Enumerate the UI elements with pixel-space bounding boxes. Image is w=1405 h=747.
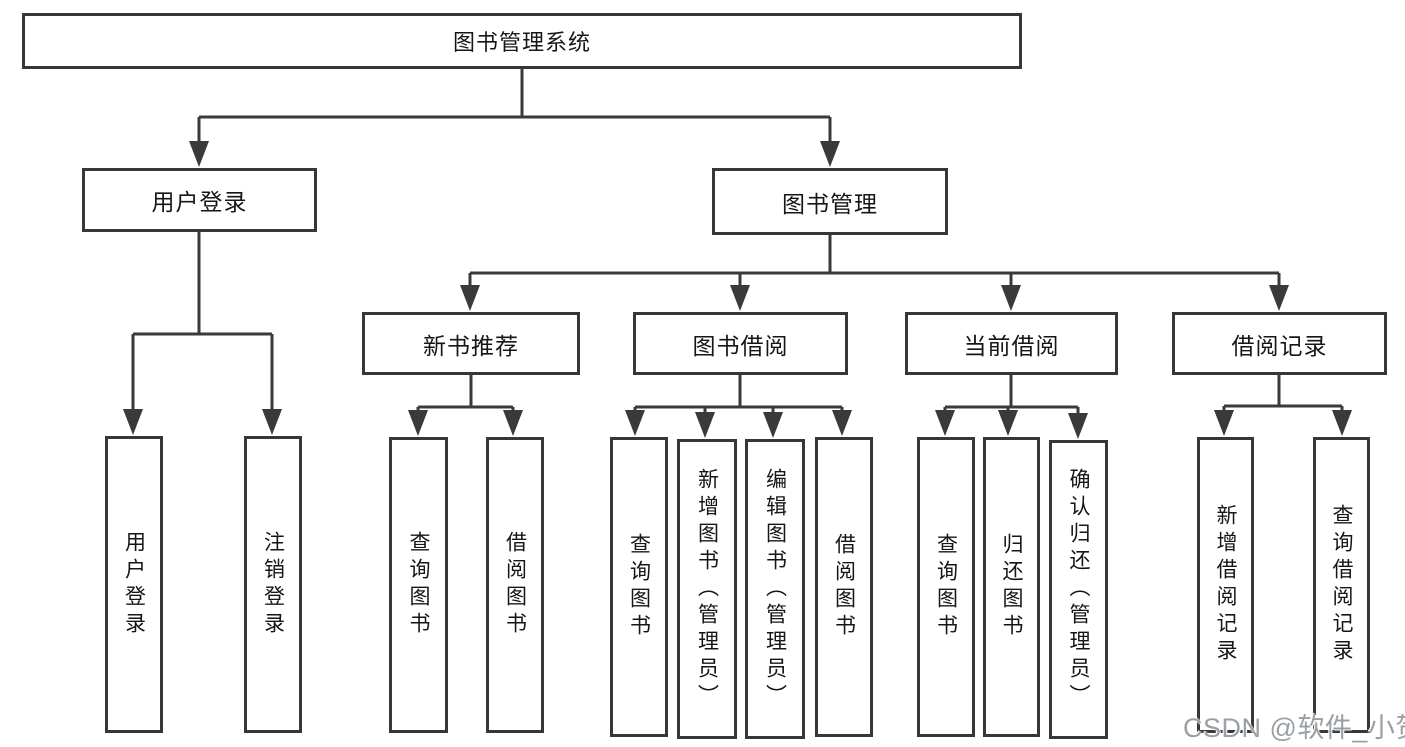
node-leaf-add-book-admin-label: 新增图书（管理员）: [695, 467, 719, 711]
node-leaf-confirm-return-admin-label: 确认归还（管理员）: [1067, 468, 1090, 711]
node-leaf-logout: 注销登录: [244, 436, 302, 733]
node-leaf-query-book-1-label: 查询图书: [407, 531, 430, 639]
node-leaf-borrow-book-2: 借阅图书: [815, 437, 873, 737]
node-leaf-borrow-book-2-label: 借阅图书: [832, 533, 856, 641]
node-book-management-label: 图书管理: [782, 190, 878, 217]
node-user-login: 用户登录: [82, 168, 317, 232]
node-leaf-user-login: 用户登录: [105, 436, 163, 733]
node-leaf-query-book-2-label: 查询图书: [627, 533, 651, 641]
node-leaf-query-book-3-label: 查询图书: [934, 533, 958, 641]
node-leaf-query-book-3: 查询图书: [917, 437, 975, 737]
csdn-watermark: CSDN @软件_小贺同学: [1183, 713, 1405, 743]
node-leaf-query-borrow-record-label: 查询借阅记录: [1330, 504, 1353, 666]
node-leaf-query-book-2: 查询图书: [610, 437, 668, 737]
node-leaf-borrow-book-1-label: 借阅图书: [503, 531, 527, 639]
node-book-borrow: 图书借阅: [633, 312, 848, 375]
node-book-management: 图书管理: [712, 168, 948, 235]
node-borrow-records-label: 借阅记录: [1231, 332, 1328, 359]
node-leaf-query-book-1: 查询图书: [389, 437, 448, 733]
node-book-borrow-label: 图书借阅: [692, 332, 789, 359]
node-root-label: 图书管理系统: [452, 30, 591, 55]
node-leaf-user-login-label: 用户登录: [122, 530, 146, 639]
node-current-borrow-label: 当前借阅: [963, 332, 1060, 359]
node-new-book-recommend: 新书推荐: [362, 312, 580, 375]
node-new-book-recommend-label: 新书推荐: [423, 332, 519, 359]
node-leaf-return-book-label: 归还图书: [1000, 533, 1023, 641]
node-leaf-edit-book-admin-label: 编辑图书（管理员）: [763, 467, 787, 711]
node-leaf-query-borrow-record: 查询借阅记录: [1313, 437, 1370, 733]
node-leaf-add-borrow-record-label: 新增借阅记录: [1214, 504, 1237, 666]
node-leaf-add-borrow-record: 新增借阅记录: [1197, 437, 1254, 733]
node-leaf-add-book-admin: 新增图书（管理员）: [677, 439, 737, 739]
node-current-borrow: 当前借阅: [905, 312, 1118, 375]
node-leaf-logout-label: 注销登录: [261, 530, 285, 639]
node-user-login-label: 用户登录: [151, 189, 248, 215]
node-leaf-edit-book-admin: 编辑图书（管理员）: [745, 439, 805, 739]
node-borrow-records: 借阅记录: [1172, 312, 1387, 375]
node-root: 图书管理系统: [22, 13, 1022, 69]
node-leaf-return-book: 归还图书: [983, 437, 1040, 737]
node-leaf-borrow-book-1: 借阅图书: [486, 437, 544, 733]
node-leaf-confirm-return-admin: 确认归还（管理员）: [1049, 440, 1108, 739]
